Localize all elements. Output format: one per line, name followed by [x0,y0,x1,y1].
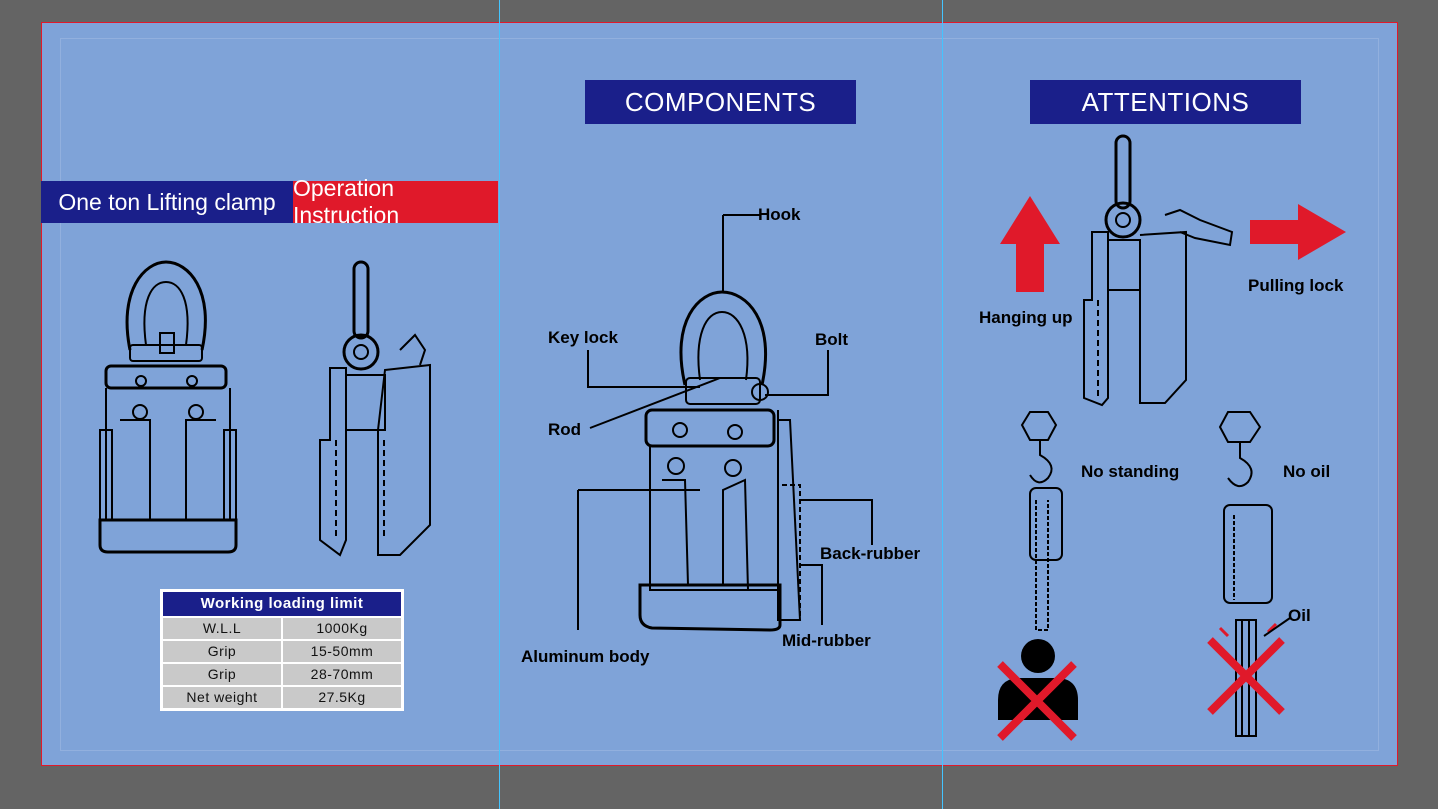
no-standing-clamp [1020,411,1063,631]
label-mid-rubber: Mid-rubber [782,631,871,650]
components-title: COMPONENTS [585,80,856,124]
label-key-lock: Key lock [548,328,618,347]
arrow-up-icon [1000,196,1060,292]
banner-product-title: One ton Lifting clamp [41,181,293,223]
label-hook: Hook [758,205,801,224]
label-bolt: Bolt [815,330,849,349]
no-oil-cross-icon [1207,637,1285,715]
table-cell-label: Grip [163,641,281,662]
table-row: Grip 28-70mm [163,664,401,685]
label-rod: Rod [548,420,582,439]
table-row: W.L.L 1000Kg [163,618,401,639]
table-cell-value: 1000Kg [283,618,401,639]
attentions-title: ATTENTIONS [1030,80,1301,124]
clamp-side-view [319,260,431,557]
no-oil-clamp [1218,411,1273,604]
label-hanging-up: Hanging up [979,308,1073,327]
person-head-icon [1021,639,1055,673]
label-no-oil: No oil [1283,462,1331,481]
label-back-rubber: Back-rubber [820,544,921,563]
label-pulling-lock: Pulling lock [1248,276,1344,295]
clamp-attentions-view [1083,134,1234,407]
no-standing-cross-icon [997,661,1077,741]
table-header: Working loading limit [163,592,401,616]
table-cell-label: Grip [163,664,281,685]
table-row: Net weight 27.5Kg [163,687,401,708]
table-row: Grip 15-50mm [163,641,401,662]
table-cell-value: 15-50mm [283,641,401,662]
table-cell-label: W.L.L [163,618,281,639]
label-oil: Oil [1288,606,1311,625]
panel-guide-left [499,0,500,809]
clamp-components-view [577,214,873,632]
table-cell-label: Net weight [163,687,281,708]
clamp-front-view [98,260,238,554]
label-aluminum-body: Aluminum body [521,647,650,666]
working-loading-limit-table: Working loading limit W.L.L 1000Kg Grip … [160,589,404,711]
table-cell-value: 27.5Kg [283,687,401,708]
label-no-standing: No standing [1081,462,1180,481]
margin-guide [60,38,1379,751]
table-cell-value: 28-70mm [283,664,401,685]
arrow-right-icon [1250,204,1346,260]
panel-guide-right [942,0,943,809]
